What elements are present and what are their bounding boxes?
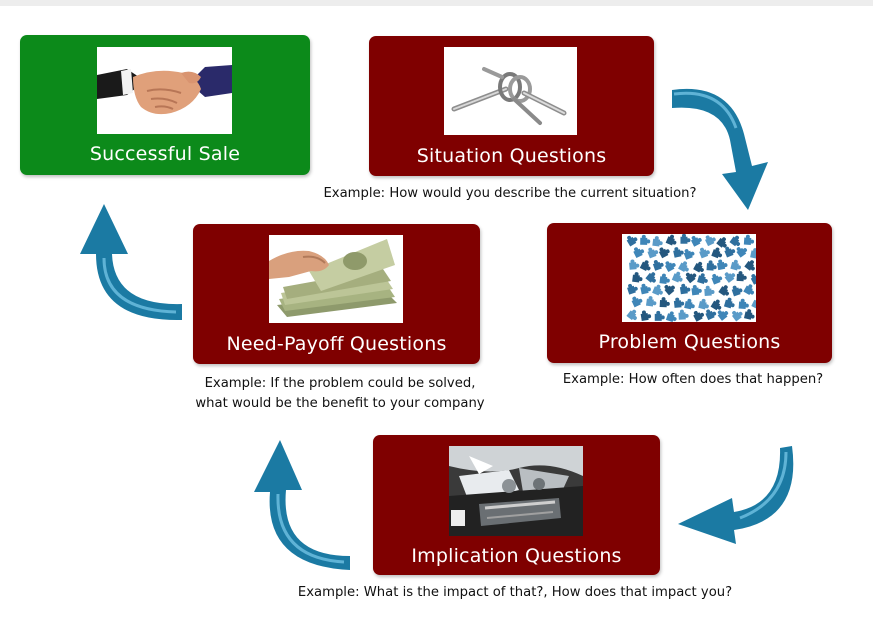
need-payoff-caption-line-2: what would be the benefit to your compan… [195,396,485,411]
situation-questions-card: Situation Questions [369,36,654,176]
need-payoff-caption-line-1: Example: If the problem could be solved, [204,376,476,391]
puzzle-pieces-image [622,234,756,322]
arrow-problem-to-implication [678,446,794,544]
implication-caption: Example: What is the impact of that?, Ho… [297,585,733,600]
implication-questions-card: Implication Questions [373,435,660,575]
arrow-implication-to-need-payoff [254,440,350,570]
situation-caption: Example: How would you describe the curr… [323,186,697,201]
crashed-car-image [449,446,583,536]
arrow-need-payoff-to-successful-sale [80,204,182,321]
situation-questions-title: Situation Questions [416,145,607,167]
successful-sale-title: Successful Sale [89,143,241,165]
need-payoff-caption: Example: If the problem could be solved,… [150,374,530,414]
handshake-image [97,47,232,134]
top-bar [0,0,873,6]
problem-questions-card: Problem Questions [547,223,832,363]
puzzle-rings-image [444,47,577,135]
implication-questions-title: Implication Questions [411,545,622,567]
problem-caption: Example: How often does that happen? [562,372,824,387]
successful-sale-card: Successful Sale [20,35,310,175]
problem-questions-title: Problem Questions [598,331,781,353]
need-payoff-questions-card: Need-Payoff Questions [193,224,480,364]
cash-money-image [269,235,403,323]
arrow-situation-to-problem [672,88,768,210]
need-payoff-questions-title: Need-Payoff Questions [226,333,447,355]
